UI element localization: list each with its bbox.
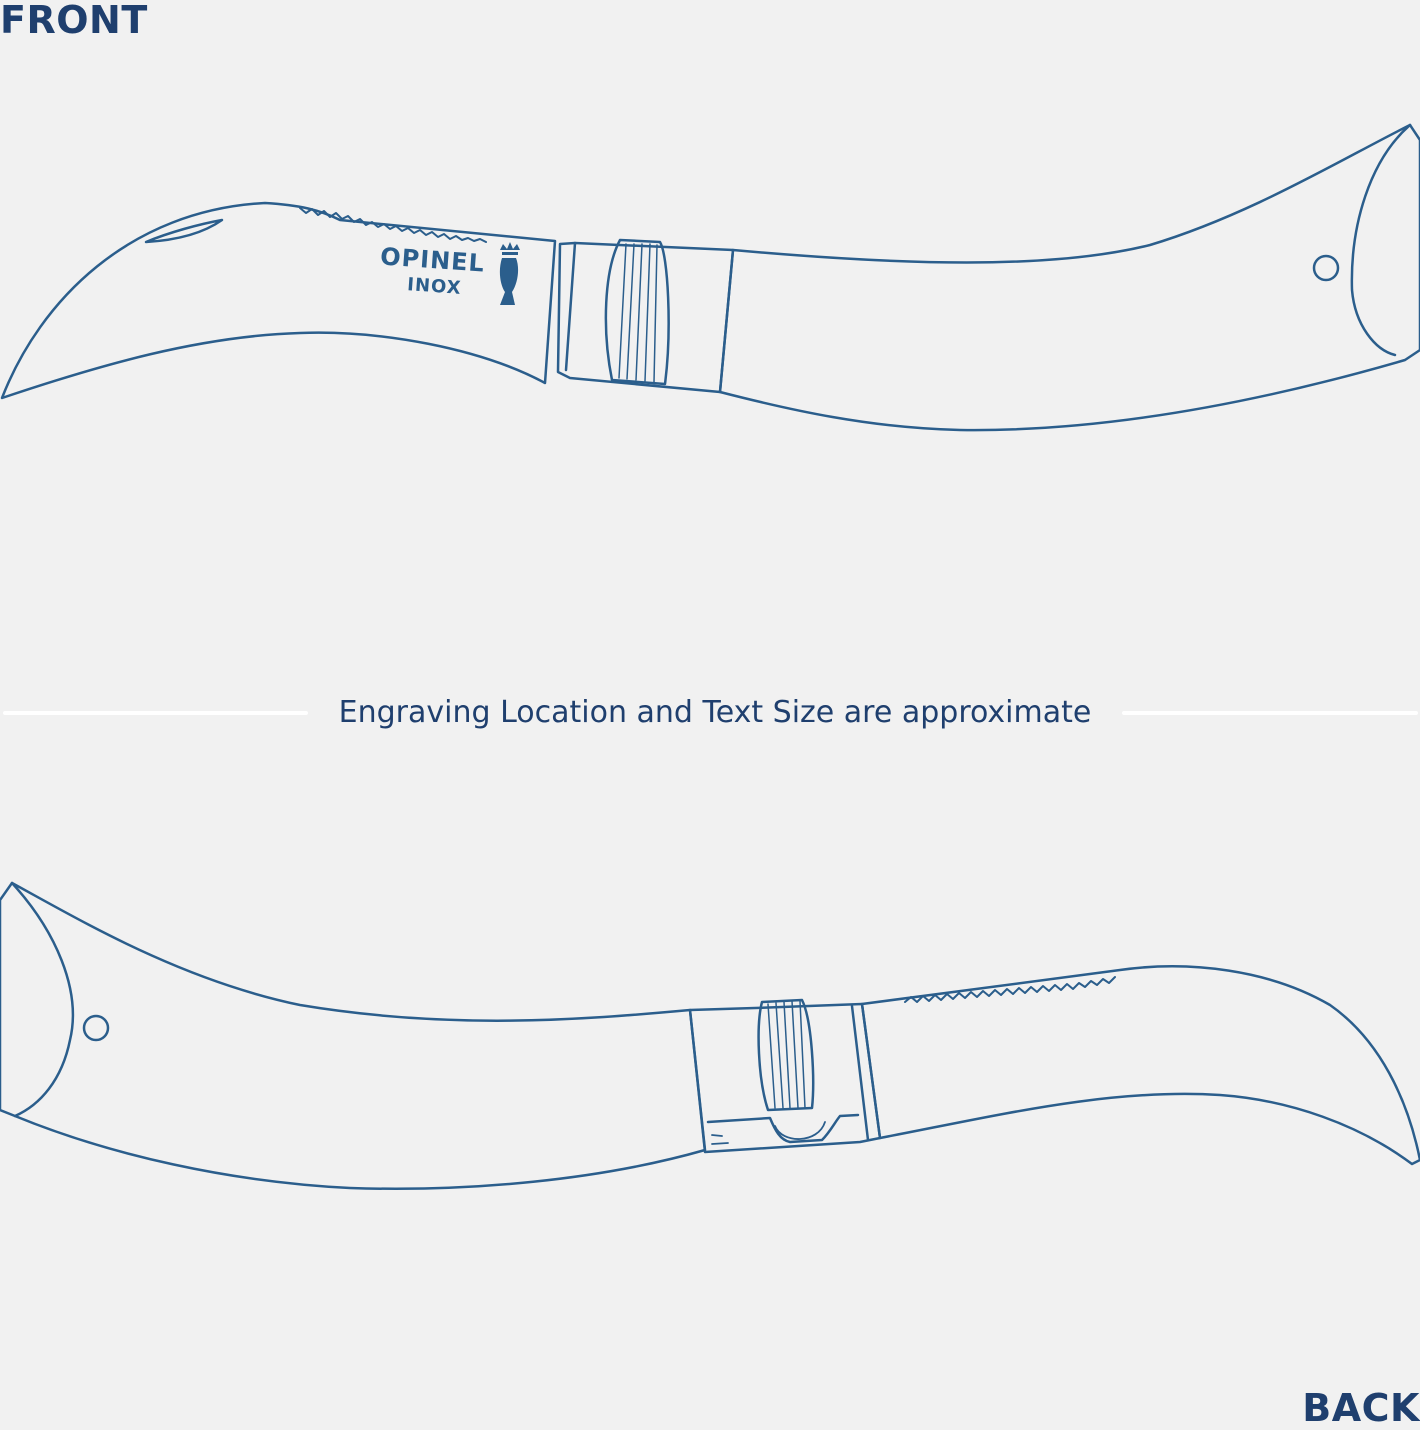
back-lock-lug	[711, 1121, 826, 1145]
back-locking-ring	[757, 998, 815, 1112]
front-blade-serration	[299, 207, 487, 243]
back-view-label: BACK	[1302, 1386, 1420, 1430]
front-handle-outline	[718, 123, 1420, 432]
front-blade-outline	[0, 201, 557, 400]
front-bolster-inner	[564, 241, 577, 372]
front-ring-ridges	[618, 243, 658, 383]
divider-left	[3, 711, 308, 715]
front-rivet	[1312, 254, 1340, 282]
brand-engraving: OPINEL	[379, 242, 485, 277]
back-blade-serration	[904, 976, 1116, 1003]
back-blade-outline	[860, 965, 1420, 1166]
front-locking-ring	[604, 238, 670, 386]
divider-right	[1122, 711, 1418, 715]
back-handle-end	[10, 881, 75, 1118]
front-nail-nick	[144, 218, 224, 244]
front-view-knife: OPINEL INOX	[0, 123, 1420, 432]
back-bolster-inner	[850, 1004, 870, 1142]
front-handle-end	[1350, 123, 1412, 357]
back-ring-ridges	[767, 1000, 806, 1109]
back-view-knife	[0, 881, 1420, 1190]
back-lock-slot	[706, 1113, 860, 1144]
back-rivet	[82, 1014, 110, 1042]
front-engraving: OPINEL INOX	[379, 242, 520, 305]
engraving-note: Engraving Location and Text Size are app…	[338, 695, 1092, 730]
crowned-hand-logo-icon	[499, 242, 520, 305]
front-view-label: FRONT	[0, 0, 148, 42]
steel-engraving: INOX	[407, 274, 463, 299]
engraving-note-row: Engraving Location and Text Size are app…	[0, 690, 1420, 736]
